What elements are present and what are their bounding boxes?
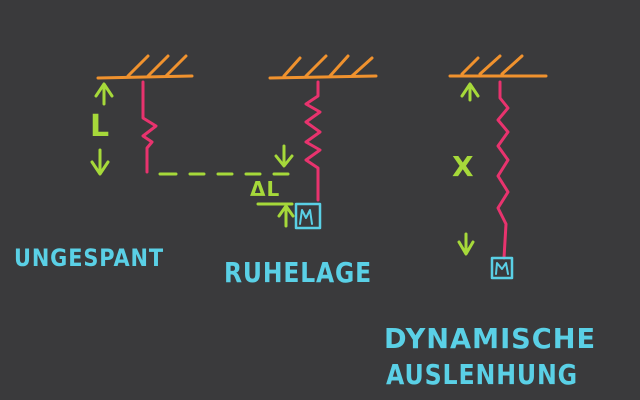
mass-rest [294,202,322,230]
spring-dynamic [496,80,510,260]
x-arrow [457,82,480,256]
mass-rest-label: M [301,223,302,224]
spring-unstretched [141,80,158,174]
mass-rest-mark [299,209,313,225]
caption-ruhelage: RUHELAGE [224,256,372,289]
caption-ungespannt: UNGESPANT [14,244,164,272]
mass-dynamic [490,256,514,280]
label-l: L [90,109,110,144]
delta-l-arrow [256,144,295,228]
spring-rest [304,80,322,202]
caption-auslenkung: AUSLENHUNG [386,358,578,391]
ceiling-3 [448,54,548,78]
label-delta-l: ΔL [250,177,280,201]
label-x: X [452,150,475,183]
ceiling-2 [268,54,378,80]
ceiling-1 [96,54,194,80]
caption-dynamische: DYNAMISCHE [384,322,596,355]
mass-dynamic-mark [495,262,509,275]
length-l-arrow [90,82,114,176]
